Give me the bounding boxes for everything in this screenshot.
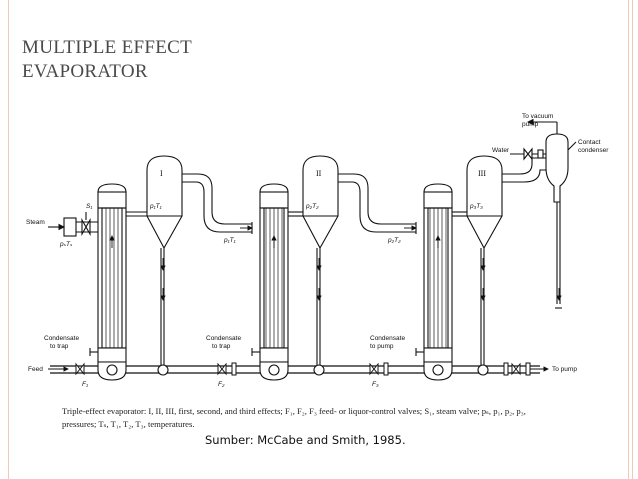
slide-title: MULTIPLE EFFECT EVAPORATOR xyxy=(22,36,322,84)
label-contact-2: condenser xyxy=(578,147,609,154)
label-water: Water xyxy=(492,147,510,154)
effect-label-1: I xyxy=(160,169,163,178)
condensate-outlets xyxy=(89,348,424,356)
label-s1: S₁ xyxy=(86,203,92,210)
frame-border-left xyxy=(8,0,9,479)
figure-caption: Triple-effect evaporator: I, II, III, fi… xyxy=(62,405,622,431)
slide-title-line-2: EVAPORATOR xyxy=(22,61,148,82)
evaporator-diagram-svg: I II III To vacuum pump Contact condense… xyxy=(26,113,609,388)
figure-caption-line-1: Triple-effect evaporator: I, II, III, fi… xyxy=(62,406,526,416)
diagram-labels: I II III To vacuum pump Contact condense… xyxy=(26,113,609,388)
label-condensate-3b: to pump xyxy=(370,343,394,350)
label-ps-ts: pₛTₛ xyxy=(59,241,73,248)
label-condensate-2a: Condensate xyxy=(206,335,241,342)
steam-inlet xyxy=(48,212,98,237)
label-condensate-1a: Condensate xyxy=(44,335,79,342)
label-contact-1: Contact xyxy=(578,139,601,146)
label-p2t2-top: p₂T₂ xyxy=(305,203,319,210)
label-f3: F₃ xyxy=(372,381,379,388)
label-p2t2-line: p₂T₂ xyxy=(387,237,401,244)
label-condensate-2b: to trap xyxy=(212,343,231,350)
effect-label-2: II xyxy=(316,169,322,178)
flow-arrows xyxy=(48,225,562,372)
valve-f2 xyxy=(217,362,227,376)
label-f1: F₁ xyxy=(82,381,88,388)
evaporator-diagram: I II III To vacuum pump Contact condense… xyxy=(20,108,618,408)
label-p1t1-top: p₁T₁ xyxy=(149,203,162,210)
label-feed: Feed xyxy=(28,366,43,373)
source-citation: Sumber: McCabe and Smith, 1985. xyxy=(205,433,406,447)
vapor-pipe-1 xyxy=(182,173,253,234)
figure-caption-line-2: pressures; Tₛ, T₁, T₂, T₃, temperatures. xyxy=(62,419,195,429)
valve-f3 xyxy=(369,362,379,376)
label-condensate-1b: to trap xyxy=(50,343,69,350)
label-p3t3-top: p₃T₃ xyxy=(469,203,483,210)
label-to-pump: To pump xyxy=(552,366,577,373)
valve-f1 xyxy=(75,362,85,376)
label-steam: Steam xyxy=(26,219,45,226)
slide-title-line-1: MULTIPLE EFFECT xyxy=(22,37,193,58)
frame-border-right xyxy=(628,0,629,479)
effect-3-evaporator xyxy=(423,155,503,381)
label-p1t1-line: p₁T₁ xyxy=(223,237,236,244)
feed-main-line xyxy=(50,365,540,374)
vapor-pipe-2 xyxy=(338,173,417,234)
vapor-pipe-3-to-condenser xyxy=(502,157,546,183)
effect-label-3: III xyxy=(478,169,486,178)
control-valves xyxy=(75,362,531,376)
label-condensate-3a: Condensate xyxy=(370,335,405,342)
label-f2: F₂ xyxy=(218,381,225,388)
label-to-vacuum-2: pump xyxy=(522,121,539,128)
effect-1-evaporator xyxy=(97,155,183,381)
valve-outlet xyxy=(511,362,521,376)
contact-condenser xyxy=(510,118,577,309)
label-to-vacuum-1: To vacuum xyxy=(522,113,553,120)
frame-border-right-outer xyxy=(632,0,633,479)
effect-2-evaporator xyxy=(259,155,339,381)
